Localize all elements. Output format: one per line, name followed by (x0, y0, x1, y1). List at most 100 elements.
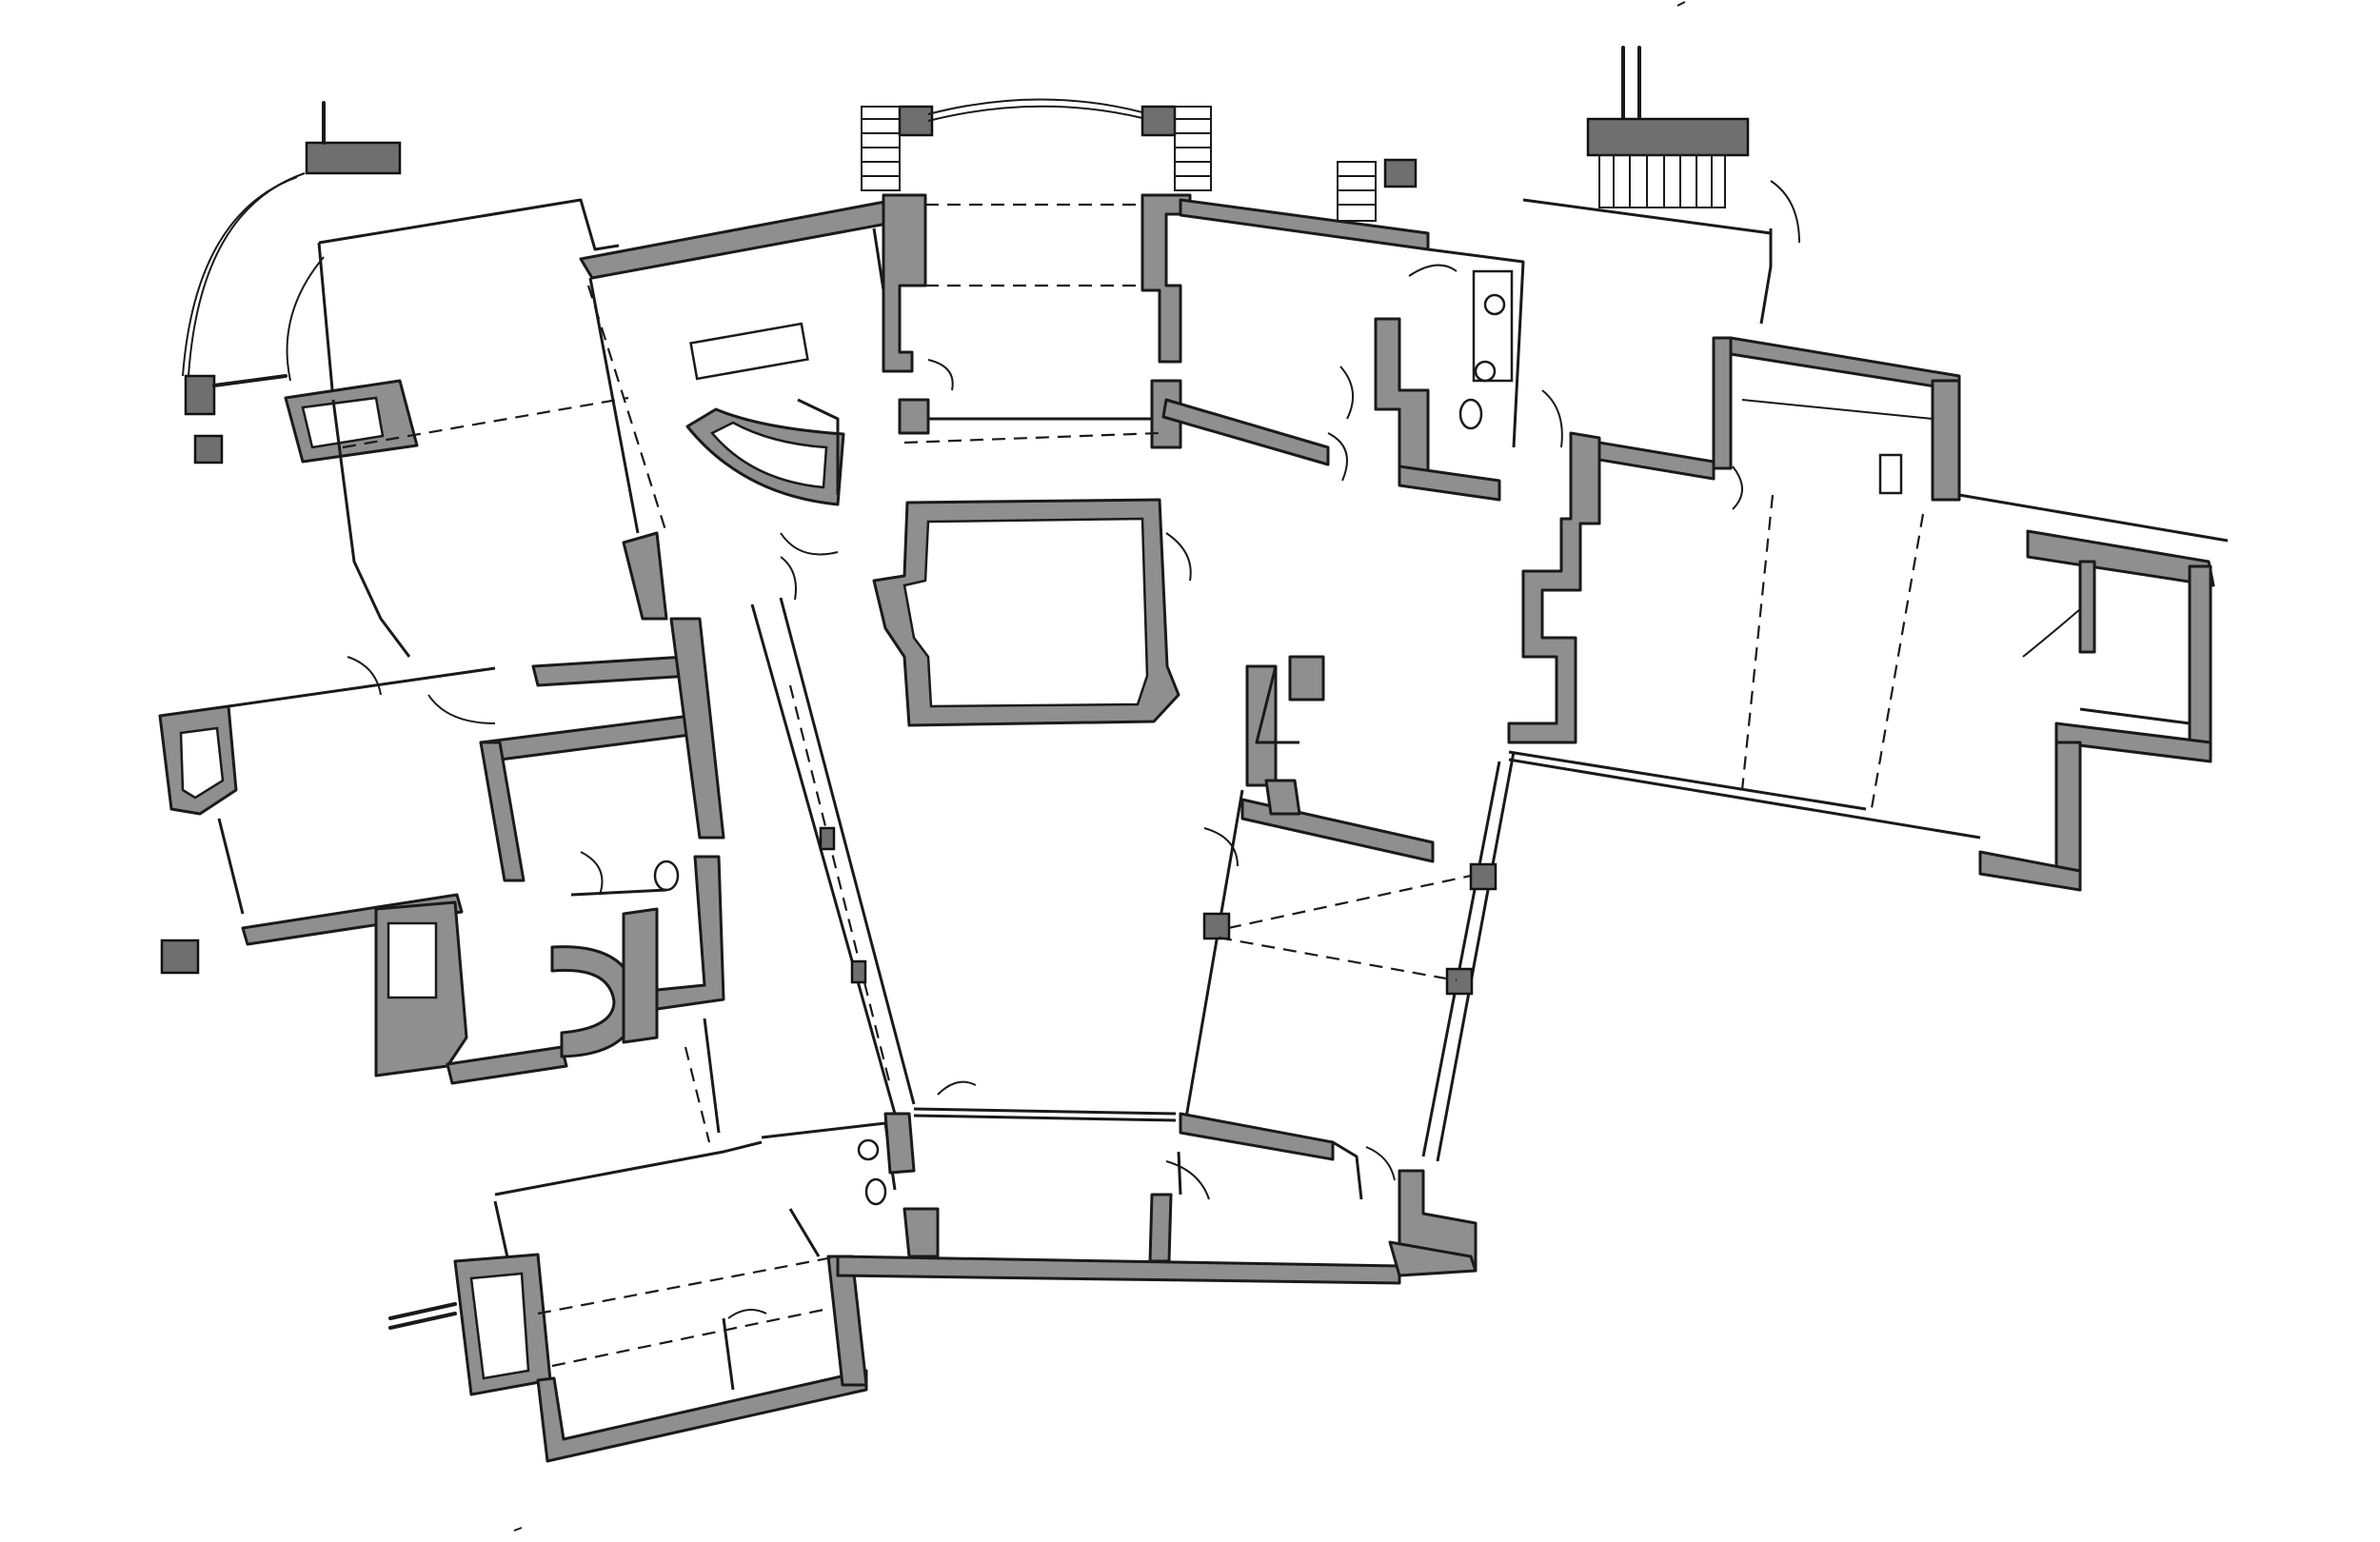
north-central-hall (861, 98, 1212, 449)
gallery-west-wall (750, 603, 897, 1115)
west-bath-toilet (653, 860, 680, 892)
se-room-east-wall (1436, 751, 1516, 1162)
curved-counter-top (710, 421, 828, 489)
bath-sink-1 (1483, 293, 1506, 316)
west-bay-inner (179, 726, 225, 800)
kitchen-island (689, 322, 809, 381)
garden-post-north (193, 434, 224, 465)
door-swing-bedroom-hall (347, 656, 382, 696)
east-wing-se-corner (1978, 850, 2082, 892)
sw-inner-post (788, 1208, 821, 1257)
sw-fireplace-hearth (469, 1272, 530, 1380)
powder-toilet (864, 1177, 887, 1206)
hall-west-pier-wall (882, 193, 927, 373)
east-stair (1174, 106, 1212, 191)
entry-north-line-inner (913, 1114, 1177, 1122)
se-column-3 (1445, 967, 1474, 996)
north-east-dining (1522, 46, 1800, 481)
sketch-mark-top (1676, 1, 1686, 7)
core-diagonal-wall (622, 531, 668, 621)
hall-pier-ne (1140, 105, 1177, 137)
door-swing-gallery (780, 556, 797, 601)
door-swing-west (286, 256, 325, 382)
service-east-wall (1931, 379, 1961, 502)
south-east-tail (1179, 1112, 1478, 1277)
door-swing-hall (927, 359, 954, 391)
core-mid-wall (479, 714, 692, 763)
core-east-wall (669, 617, 725, 840)
dining-north-wall (1522, 198, 1773, 262)
service-sink (1878, 453, 1903, 495)
south-west-wing (388, 1018, 868, 1463)
se-column-2 (1202, 912, 1231, 940)
east-bay-east (2188, 564, 2212, 744)
east-bay-west (2078, 560, 2096, 654)
door-swing-ne-terrace (1770, 180, 1800, 244)
sw-garden-rail (388, 1302, 457, 1330)
bedroom-west-wall (217, 818, 245, 915)
bath-south-wall (446, 1045, 568, 1085)
hall-pier-nw (898, 105, 934, 137)
se-room-west-wall (1183, 789, 1244, 1124)
door-swing-east-bay (2022, 608, 2081, 658)
east-central-room (1183, 655, 1516, 1162)
beam-line-west (342, 396, 629, 449)
bath-sink-2 (1474, 360, 1497, 383)
core-north-wall (531, 655, 692, 687)
powder-east-wall (883, 1112, 916, 1175)
wing-west-lower-wall (331, 399, 411, 658)
sw-corridor-west (703, 1018, 721, 1134)
dining-east-wall (1759, 228, 1773, 325)
counter-divider (797, 398, 840, 495)
east-wing-beam-2 (1869, 513, 1925, 815)
hall-bay-arc-inner (927, 105, 1143, 122)
se-pier-2 (1288, 655, 1325, 702)
door-swing-sw (727, 1309, 767, 1319)
center-room (872, 431, 1192, 727)
terrace-edge (212, 374, 288, 387)
service-west-wall (1712, 336, 1733, 470)
service-north-wall (1729, 336, 1961, 392)
entry-south-wall (836, 1255, 1401, 1285)
sw-beam-1 (537, 1255, 839, 1315)
bath-toilet (1458, 398, 1483, 430)
ne-terrace-rails (1621, 46, 1641, 121)
door-swing-service (1732, 465, 1743, 510)
shower-wall (622, 907, 659, 1044)
east-wing-south-wall-right (1508, 758, 1981, 840)
kitchen-west-wall (588, 277, 640, 534)
terrace-pier-left (184, 374, 216, 416)
kitchen-north-wall (579, 198, 904, 280)
entry-jamb (1177, 1151, 1182, 1196)
se-stub-wall (1264, 779, 1301, 816)
door-swing-se (1203, 827, 1239, 867)
core-west-wall (479, 741, 526, 882)
closet-shelf (570, 888, 667, 897)
door-swing-suite (1339, 366, 1355, 420)
sw-post (493, 1200, 511, 1267)
sw-south-wall (536, 1369, 868, 1463)
center-room-floor (902, 517, 1149, 708)
entry-pier-east (1148, 1193, 1173, 1263)
south-entry (761, 1080, 1401, 1285)
bath-tub-west (387, 921, 438, 999)
door-swing-center (1165, 532, 1192, 582)
east-bay-north (2026, 529, 2215, 587)
west-lower-bedroom (158, 656, 496, 975)
service-counter-line (1741, 399, 1934, 420)
north-east-suite (1161, 158, 1525, 502)
bath-wall-south (1398, 465, 1501, 502)
door-swing-closet (1327, 432, 1348, 482)
wing-west-wall (317, 242, 335, 401)
door-swing-bedroom (427, 694, 496, 724)
ne-pier (1383, 158, 1418, 188)
west-stair (861, 106, 901, 191)
gallery-west-wall-inner (779, 597, 916, 1105)
west-wing-upper (182, 101, 668, 658)
door-swing-kitchen (780, 532, 839, 556)
east-wing-west-wall (1507, 431, 1601, 744)
sw-north-wall (494, 1140, 763, 1196)
gallery-beam (788, 684, 892, 1086)
door-swing-dining (1541, 389, 1563, 448)
terrace-arc-inner (182, 176, 298, 377)
